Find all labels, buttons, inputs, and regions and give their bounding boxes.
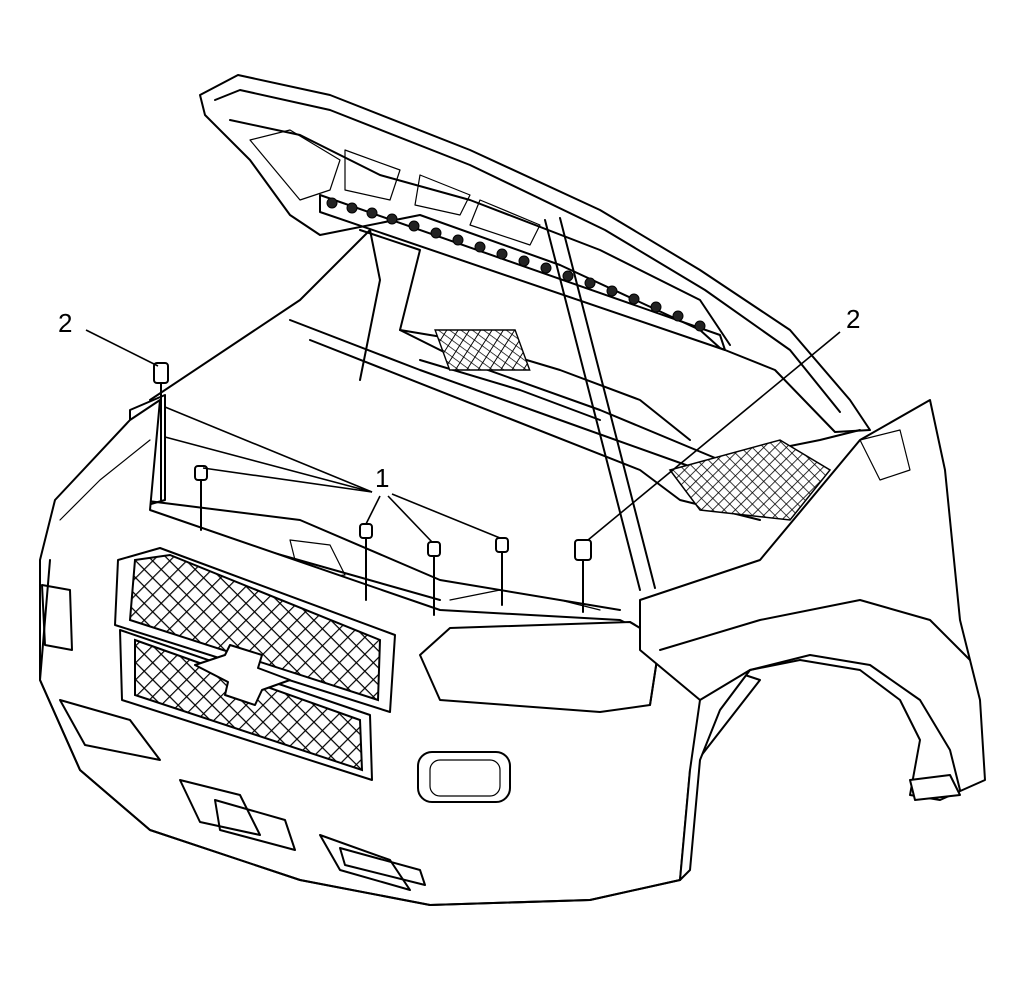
fastener-1-c: [427, 541, 441, 616]
fasteners: [153, 362, 592, 616]
leader-lines: [85, 329, 841, 543]
fender: [639, 399, 986, 881]
headlamp: [419, 621, 661, 713]
callout-2-left: 2: [58, 308, 72, 338]
callout-1: 1: [375, 463, 389, 493]
fastener-1-a: [194, 465, 208, 531]
fastener-2-right: [574, 539, 592, 613]
fastener-1-d: [495, 537, 509, 606]
bowtie-emblem: [194, 644, 291, 706]
hood: [199, 74, 871, 591]
engine-bay: [129, 229, 861, 611]
fog-lamp: [417, 751, 511, 803]
front-fascia: [39, 399, 761, 906]
hood-stiffener-holes: [326, 197, 706, 332]
callout-2-right: 2: [846, 304, 860, 334]
fastener-2-left: [153, 362, 169, 501]
